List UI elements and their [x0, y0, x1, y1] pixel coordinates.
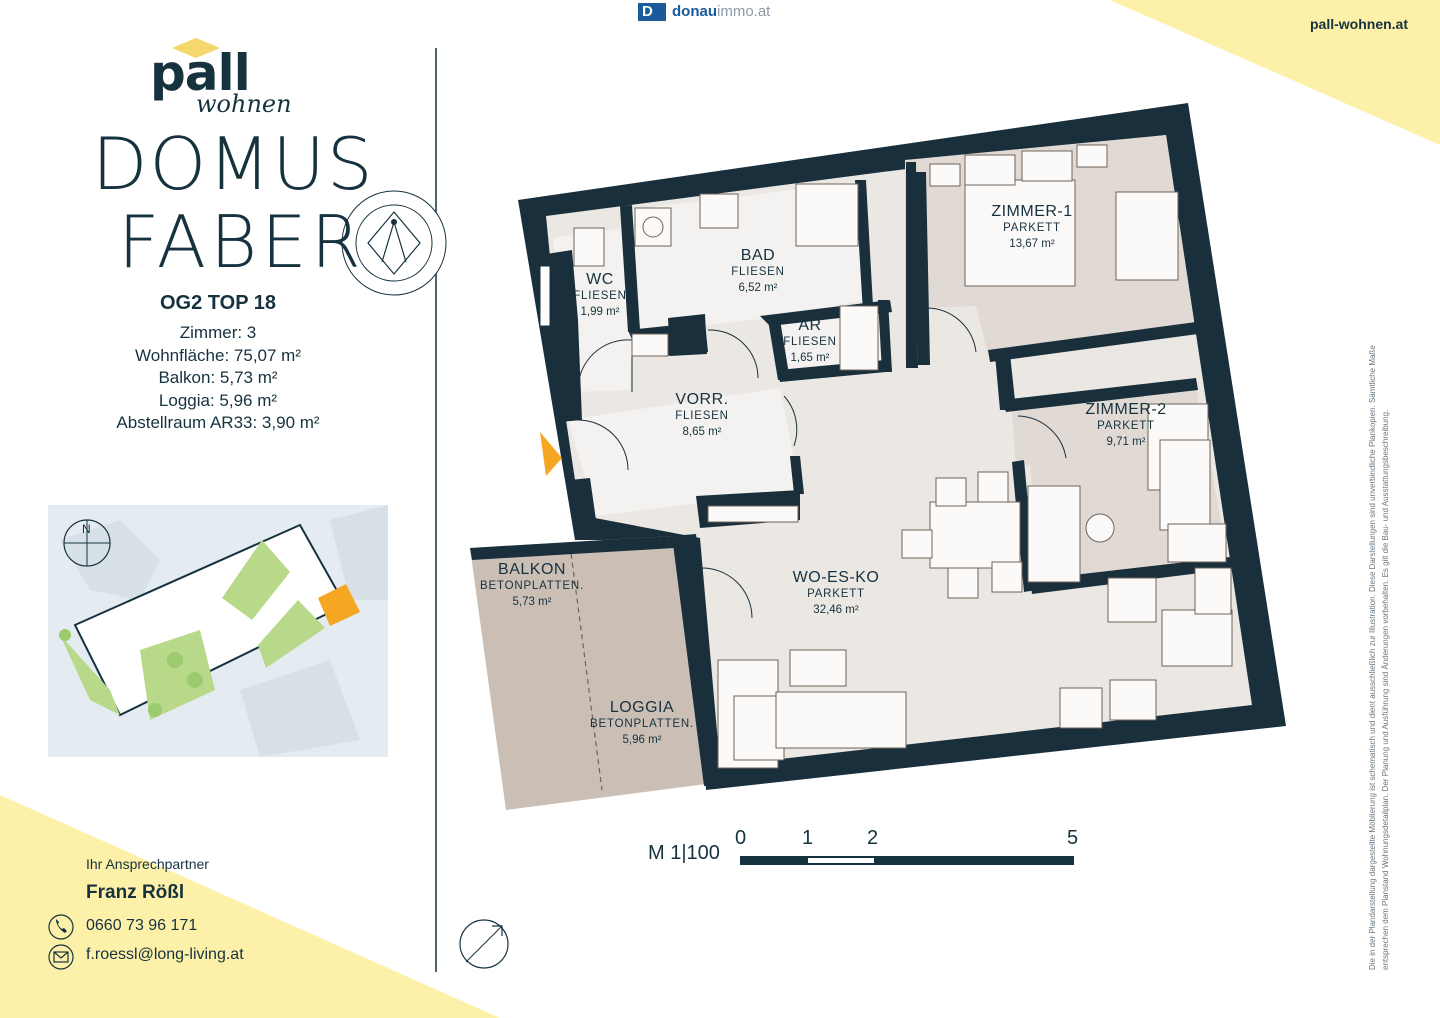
- unit-balcony: Balkon: 5,73 m²: [158, 368, 278, 388]
- logo-diamond: [172, 38, 220, 58]
- unit-facts: Zimmer: 3 Wohnfläche: 75,07 m² Balkon: 5…: [80, 322, 356, 435]
- scale-bar: [740, 856, 1074, 865]
- furniture: [573, 144, 1233, 769]
- site-plan: [48, 505, 388, 757]
- scale-tick-1: 1: [802, 827, 814, 849]
- brand-name: donau: [672, 3, 717, 20]
- logo-pall: pall: [150, 44, 251, 102]
- scale-tick-0: 0: [735, 827, 747, 849]
- phone-icon: [48, 914, 74, 940]
- unit-loggia: Loggia: 5,96 m²: [158, 390, 278, 410]
- contact-email[interactable]: f.roessl@long-living.at: [86, 946, 244, 963]
- disclaimer: Die in der Plandarstellung dargestellte …: [1368, 345, 1390, 970]
- mail-icon: [48, 944, 74, 970]
- north-label: N: [82, 522, 91, 536]
- unit-location-marker: [318, 584, 360, 626]
- top-right-accent: [1110, 0, 1440, 145]
- contact-name: Franz Rößl: [86, 882, 185, 903]
- scale-tick-5: 5: [1067, 827, 1079, 849]
- scale-label: M 1|100: [648, 842, 720, 864]
- site-link[interactable]: pall-wohnen.at: [1310, 16, 1408, 32]
- unit-rooms: Zimmer: 3: [179, 323, 257, 342]
- brand-name-light: immo.at: [717, 3, 771, 20]
- seal-icon: [341, 190, 447, 296]
- scale-tick-2: 2: [867, 827, 879, 849]
- logo-wohnen: wohnen: [196, 90, 292, 118]
- donauimmo-logo-icon: [638, 3, 666, 21]
- contact-phone[interactable]: 0660 73 96 171: [86, 917, 198, 934]
- entrance-arrow-icon: [540, 432, 562, 476]
- donauimmo-logo-letter: D: [642, 3, 653, 20]
- project-title-line2: FABER: [118, 200, 365, 284]
- bottom-left-accent: [0, 795, 500, 1018]
- balcony-loggia-area: [470, 536, 706, 810]
- interior-walls: [540, 162, 1232, 594]
- compass-icon: [459, 919, 509, 969]
- unit-storage: Abstellraum AR33: 3,90 m²: [116, 413, 320, 433]
- donauimmo-brand[interactable]: donauimmo.at: [672, 3, 770, 20]
- unit-living-area: Wohnfläche: 75,07 m²: [135, 345, 301, 365]
- project-title-line1: DOMUS: [92, 122, 375, 206]
- contact-label: Ihr Ansprechpartner: [86, 856, 209, 872]
- unit-title: OG2 TOP 18: [160, 292, 276, 314]
